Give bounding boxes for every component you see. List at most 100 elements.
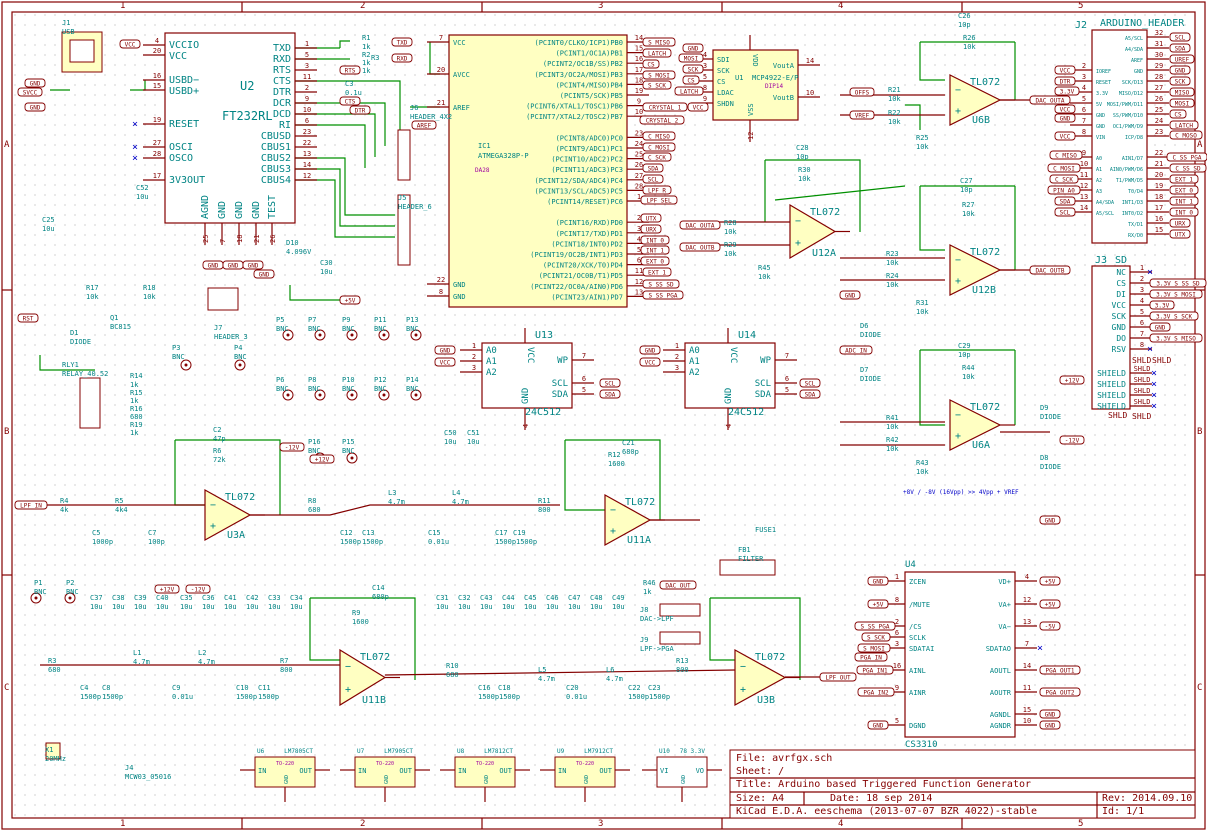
text-group: 5V bbox=[1096, 102, 1102, 108]
text-group: 24 bbox=[1155, 117, 1163, 125]
pin-number: 3 bbox=[305, 62, 309, 70]
pin-name: CTS bbox=[273, 76, 291, 87]
text-group: 11 bbox=[1080, 171, 1088, 179]
text-group: TEST bbox=[267, 195, 278, 219]
net-label-box bbox=[1169, 32, 1191, 42]
text-group: ARDUINO_HEADER bbox=[1100, 18, 1185, 29]
part-value-c19: 1500p bbox=[516, 538, 537, 546]
net-label-text: GND bbox=[30, 105, 41, 112]
text-group: CS bbox=[1116, 279, 1126, 288]
text-group: U11B bbox=[362, 695, 386, 706]
net-label-box bbox=[1169, 98, 1195, 108]
text-group: CBUS1 bbox=[261, 142, 291, 153]
net-label-box bbox=[679, 242, 721, 252]
net-label-text: AREF bbox=[417, 123, 432, 130]
net-label-box bbox=[154, 584, 180, 594]
part-value-r26: 10k bbox=[963, 43, 976, 51]
ic-value: MCP4922-E/P bbox=[752, 74, 798, 82]
net-label-s-ss-pga: S_SS_PGA bbox=[854, 621, 896, 631]
regulator-gnd: GND bbox=[284, 775, 290, 784]
pin-name: VD+ bbox=[998, 578, 1011, 586]
net-label-text: VCC bbox=[1060, 68, 1071, 75]
text-group: 12 bbox=[747, 132, 755, 140]
net-label-3-3v-s-sck: 3.3V_S_SCK bbox=[1149, 311, 1199, 321]
text-group: C13 bbox=[362, 529, 375, 537]
ic-u13 bbox=[481, 342, 573, 409]
frame-row-b: B bbox=[4, 427, 10, 437]
text-group: 4 bbox=[1025, 573, 1029, 581]
net-label-text: SDA bbox=[605, 392, 616, 399]
part-value-c28: 10p bbox=[796, 153, 809, 161]
text-group: + bbox=[610, 526, 616, 537]
pin-name: IOREF bbox=[1096, 69, 1111, 75]
text-group: R5 bbox=[115, 497, 123, 505]
text-group: L3 bbox=[388, 489, 396, 497]
text-group: 4 bbox=[155, 37, 159, 45]
net-label-pga-in2: PGA_IN2 bbox=[857, 687, 895, 697]
text-group: × bbox=[1037, 643, 1043, 654]
net-label-text: GND bbox=[873, 579, 884, 586]
part-value-c29: 10p bbox=[958, 351, 971, 359]
pin-number: 5 bbox=[305, 51, 309, 59]
text-group: FUSE1 bbox=[755, 526, 776, 534]
pin-name: CS bbox=[1116, 279, 1126, 288]
pin-number: 9 bbox=[305, 95, 309, 103]
text-group: C30 bbox=[320, 259, 333, 267]
text-group: DTR bbox=[273, 87, 292, 98]
net-label-box bbox=[1054, 196, 1076, 206]
net-label-box bbox=[339, 96, 361, 106]
part-value-d1: DIODE bbox=[70, 338, 91, 346]
net-label-scl: SCL bbox=[1169, 32, 1191, 42]
net-label-box bbox=[1029, 95, 1071, 105]
net-label-int-1: INT_1 bbox=[640, 245, 670, 255]
net-label-dac-outa: DAC_OUTA bbox=[1029, 95, 1071, 105]
net-label-lpf-r: LPF_R bbox=[642, 185, 672, 195]
regulator-package: TO-220 bbox=[376, 761, 394, 767]
pin-name: (PCINT3/OC2A/MOSI)PB3 bbox=[534, 71, 623, 79]
part-value-d7: DIODE bbox=[860, 375, 881, 383]
net-label-int-1: INT_1 bbox=[1169, 196, 1199, 206]
text-group: + bbox=[955, 106, 961, 117]
text-group: 18 bbox=[1155, 193, 1163, 201]
text-group: C25 bbox=[42, 216, 55, 224]
opamp-reference: U3B bbox=[757, 695, 775, 706]
text-group: (PCINT2/OC1B/SS)PB2 bbox=[543, 60, 623, 68]
pin-number: 26 bbox=[269, 235, 277, 243]
net-label-text: SDA bbox=[805, 392, 816, 399]
text-group: J2 bbox=[1075, 20, 1087, 31]
text-group: HEADER_3 bbox=[214, 333, 248, 341]
text-group: × bbox=[1151, 401, 1157, 412]
regulator-reference: U10 bbox=[659, 748, 670, 755]
part-value-c45: 10u bbox=[524, 603, 537, 611]
part-reference-j6: J6 bbox=[410, 104, 418, 112]
text-group: 10p bbox=[796, 153, 809, 161]
net-label-box bbox=[1054, 86, 1080, 96]
net-label-gnd: GND bbox=[1169, 65, 1191, 75]
text-group: CBUS3 bbox=[261, 164, 291, 175]
pin-name: TXD bbox=[273, 43, 291, 54]
pin-number: 8 bbox=[1082, 128, 1086, 136]
text-group: R13 bbox=[676, 657, 689, 665]
text-group: 9 bbox=[305, 95, 309, 103]
net-label-box bbox=[1149, 300, 1175, 310]
text-group: U10 bbox=[659, 748, 670, 755]
part-reference-c35: C35 bbox=[180, 594, 193, 602]
part-value-c17: 1500p bbox=[495, 538, 516, 546]
text-group: × bbox=[132, 142, 138, 153]
net-label-text: EXT_0 bbox=[1175, 188, 1193, 195]
text-group: 10 bbox=[1080, 160, 1088, 168]
opamp-noninverting-sign: + bbox=[955, 106, 961, 117]
part-reference-c10: C10 bbox=[236, 684, 249, 692]
text-group: 1k bbox=[362, 59, 371, 67]
text-group: SHIELD bbox=[1097, 402, 1126, 411]
net-label-aref: AREF bbox=[411, 120, 437, 130]
text-group: 27 bbox=[1155, 84, 1163, 92]
pin-number: 7 bbox=[1140, 330, 1144, 338]
text-group: 19 bbox=[635, 87, 643, 95]
text-group: 0.01u bbox=[172, 693, 193, 701]
text-group: + bbox=[955, 276, 961, 287]
net-label-box bbox=[1169, 163, 1207, 173]
text-group: 4.7m bbox=[198, 658, 215, 666]
regulator-out: OUT bbox=[499, 767, 512, 775]
